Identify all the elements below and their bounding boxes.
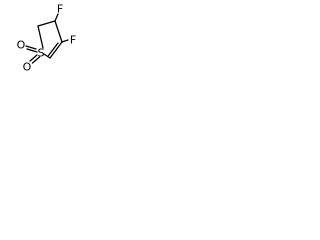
bond-c4-c5-double <box>47 42 59 57</box>
structure-diagram: F F S O O <box>0 0 82 78</box>
bond-c3-f <box>54 13 59 22</box>
bond-s-o-upper-a <box>25 45 37 50</box>
fluorine-atom-right: F <box>70 34 76 47</box>
oxygen-atom-upper: O <box>17 39 26 52</box>
fluorine-atom-top: F <box>57 3 63 16</box>
molecule-svg: F F S O O <box>17 3 77 74</box>
bond-s-o-upper-b <box>26 48 38 53</box>
bond-c4-c5 <box>49 41 63 59</box>
bond-s-o-lower-b <box>31 56 41 64</box>
bond-c3-c4 <box>54 20 63 43</box>
bond-s-o-lower-a <box>29 54 38 62</box>
bond-c5-s <box>43 53 51 59</box>
bond-s-c2 <box>37 25 44 49</box>
bond-c4-f <box>61 39 69 43</box>
oxygen-atom-lower: O <box>23 61 32 74</box>
sulfur-atom: S <box>38 47 45 60</box>
bond-c2-c3 <box>37 20 56 27</box>
